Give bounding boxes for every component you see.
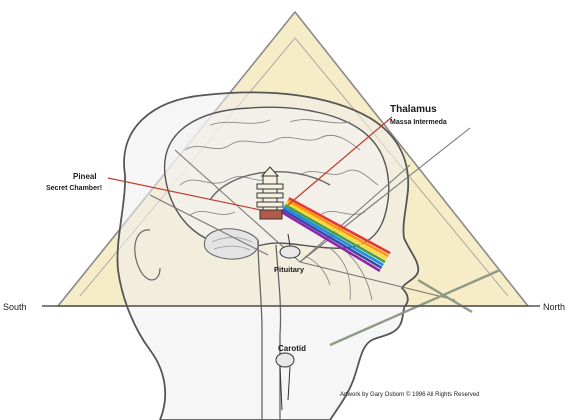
massa-intermeda-label: Massa Intermeda: [390, 119, 447, 126]
thalamus-label: Thalamus: [390, 104, 437, 115]
south-label: South: [3, 302, 27, 312]
pineal-label: Pineal: [73, 172, 97, 181]
carotid-label: Carotid: [278, 344, 306, 353]
artwork-credit: Artwork by Gary Osborn © 1996 All Rights…: [340, 391, 479, 398]
pituitary-label: Pituitary: [274, 265, 305, 274]
north-label: North: [543, 302, 565, 312]
secret-chamber-label: Secret Chamber!: [46, 185, 102, 192]
